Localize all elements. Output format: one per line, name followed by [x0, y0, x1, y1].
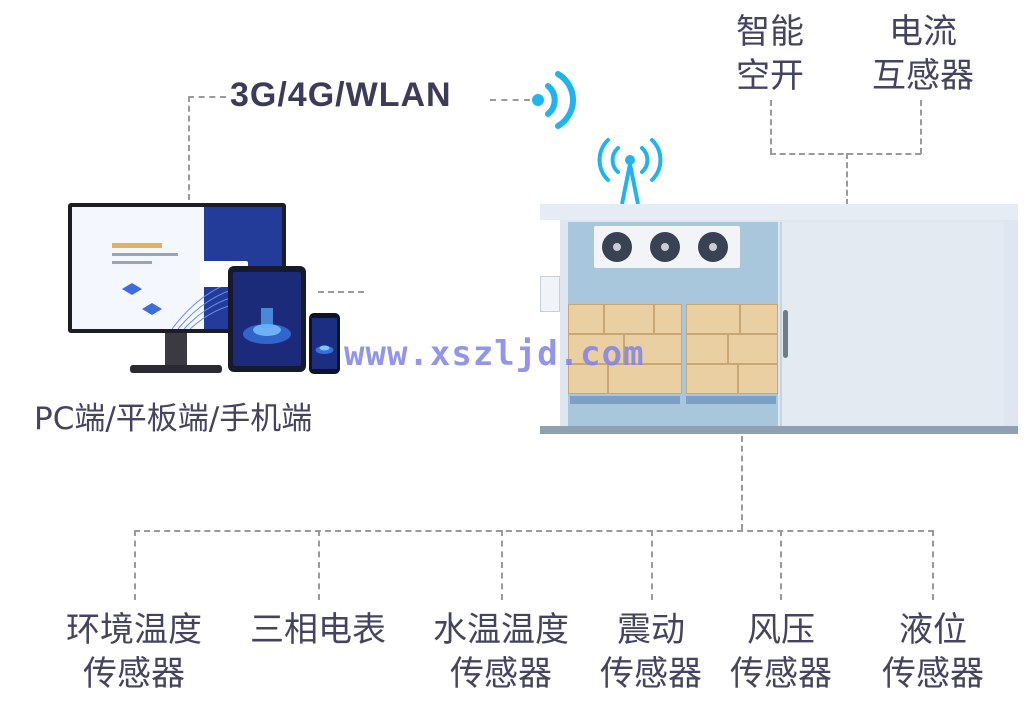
- connector-sensor-6: [932, 530, 934, 600]
- connector-top-bar: [770, 153, 921, 155]
- control-panel: [540, 276, 560, 312]
- sensor-line2: 传感器: [730, 654, 832, 694]
- cargo-box: [568, 364, 608, 394]
- evaporator-unit: [594, 226, 740, 268]
- connector-sensor-1: [134, 530, 136, 600]
- top-sensor-label: 电流 互感器: [858, 10, 988, 98]
- wifi-signal-icon: [532, 71, 577, 129]
- cargo-box: [728, 334, 778, 364]
- sensor-label-environment-temp: 环境温度 传感器: [54, 608, 214, 696]
- top-sensor-label: 智能 空开: [722, 10, 818, 98]
- connector-sensor-3: [501, 530, 503, 600]
- top-sensor-line2: 互感器: [872, 56, 974, 96]
- top-sensor-line1: 智能: [736, 12, 804, 52]
- sensor-line2: 传感器: [600, 654, 702, 694]
- sensor-line1: 液位: [899, 610, 967, 650]
- fan-icon: [602, 232, 632, 262]
- cargo-box: [568, 334, 624, 364]
- sensor-line1: 震动: [617, 610, 685, 650]
- cold-room-roof: [540, 204, 1018, 220]
- cargo-box: [686, 334, 728, 364]
- door-handle: [783, 310, 788, 358]
- top-sensor-line1: 电流: [889, 12, 957, 52]
- cargo-box: [604, 304, 654, 334]
- monitor-base: [130, 365, 222, 373]
- cargo-box: [740, 304, 778, 334]
- sensor-line1: 环境温度: [66, 610, 202, 650]
- connector-sensor-2: [318, 530, 320, 600]
- antenna-tower-icon: [597, 138, 663, 205]
- connector-devices-up: [188, 96, 190, 200]
- cargo-box: [624, 334, 682, 364]
- sensor-label-vibration: 震动 传感器: [594, 608, 708, 696]
- cargo-box: [686, 304, 740, 334]
- sensor-label-three-phase-meter: 三相电表: [238, 608, 398, 652]
- fan-icon: [650, 232, 680, 262]
- pallet: [686, 396, 776, 404]
- sensor-label-water-temp: 水温温度 传感器: [417, 608, 585, 696]
- cargo-box: [738, 364, 778, 394]
- sensor-line1: 水温温度: [433, 610, 569, 650]
- connector-sensor-4: [651, 530, 653, 600]
- connector-room-down: [741, 436, 743, 530]
- connector-devices-side: [318, 291, 364, 293]
- connector-network-signal: [490, 99, 530, 101]
- devices-label: PC端/平板端/手机端: [34, 401, 313, 437]
- cold-room-door: [780, 222, 1004, 430]
- connector-devices-top: [188, 96, 226, 98]
- sensor-line2: 传感器: [83, 654, 185, 694]
- connector-bottom-bar: [134, 530, 934, 532]
- monitor-stand: [165, 333, 187, 367]
- cargo-box: [608, 364, 682, 394]
- watermark: www.xszljd.com: [344, 334, 645, 374]
- cargo-box: [654, 304, 682, 334]
- phone-screen: [312, 318, 337, 369]
- cold-room-floor: [540, 426, 1018, 434]
- sensor-line2: 传感器: [450, 654, 552, 694]
- fan-icon: [698, 232, 728, 262]
- connector-top-right: [920, 100, 922, 154]
- connector-top-left: [770, 100, 772, 154]
- sensor-label-liquid-level: 液位 传感器: [876, 608, 990, 696]
- tablet-screen: [233, 272, 301, 366]
- cargo-box: [686, 364, 738, 394]
- top-sensor-line2: 空开: [736, 56, 804, 96]
- connector-sensor-5: [780, 530, 782, 600]
- connector-top-down: [846, 153, 848, 205]
- sensor-label-air-pressure: 风压 传感器: [724, 608, 838, 696]
- pallet: [570, 396, 680, 404]
- sensor-line2: 传感器: [882, 654, 984, 694]
- cargo-box: [568, 304, 604, 334]
- sensor-line1: 风压: [747, 610, 815, 650]
- sensor-line1: 三相电表: [250, 610, 386, 650]
- network-label: 3G/4G/WLAN: [230, 76, 452, 114]
